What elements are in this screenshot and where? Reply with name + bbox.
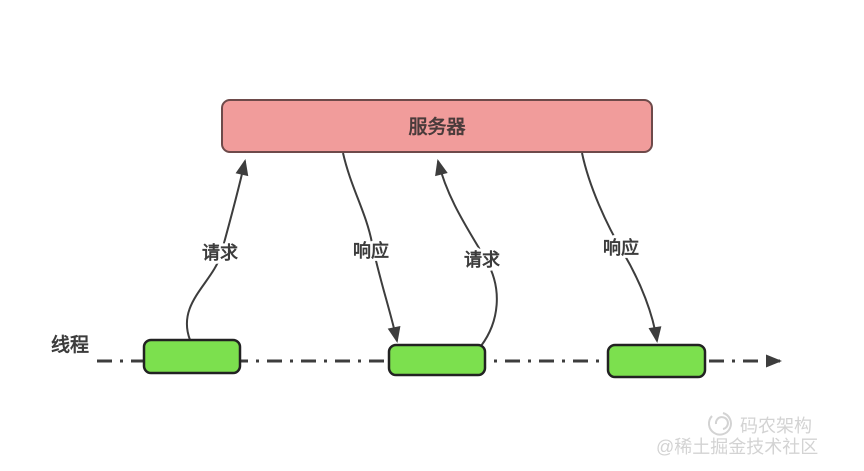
- thread-block: [142, 338, 242, 375]
- thread-block: [387, 343, 487, 377]
- thread-axis-label: 线程: [51, 333, 89, 356]
- server-box: [221, 99, 653, 153]
- watermark: 码农架构 @稀土掘金技术社区: [656, 412, 818, 457]
- arrow-label-response-1: 响应: [353, 240, 389, 261]
- thread-block: [606, 343, 707, 379]
- arrow-label-request-2: 请求: [464, 249, 501, 270]
- watermark-logo-icon: [707, 412, 732, 436]
- arrow-request-2: [435, 159, 498, 347]
- server-label: 服务器: [408, 115, 466, 138]
- watermark-community: @稀土掘金技术社区: [656, 437, 818, 457]
- arrow-label-response-2: 响应: [603, 237, 639, 258]
- arrow-label-request-1: 请求: [202, 242, 239, 263]
- arrow-response-2: [581, 152, 662, 343]
- watermark-brand: 码农架构: [740, 416, 812, 436]
- arrow-request-1: [185, 159, 249, 341]
- arrow-response-1: [342, 152, 401, 343]
